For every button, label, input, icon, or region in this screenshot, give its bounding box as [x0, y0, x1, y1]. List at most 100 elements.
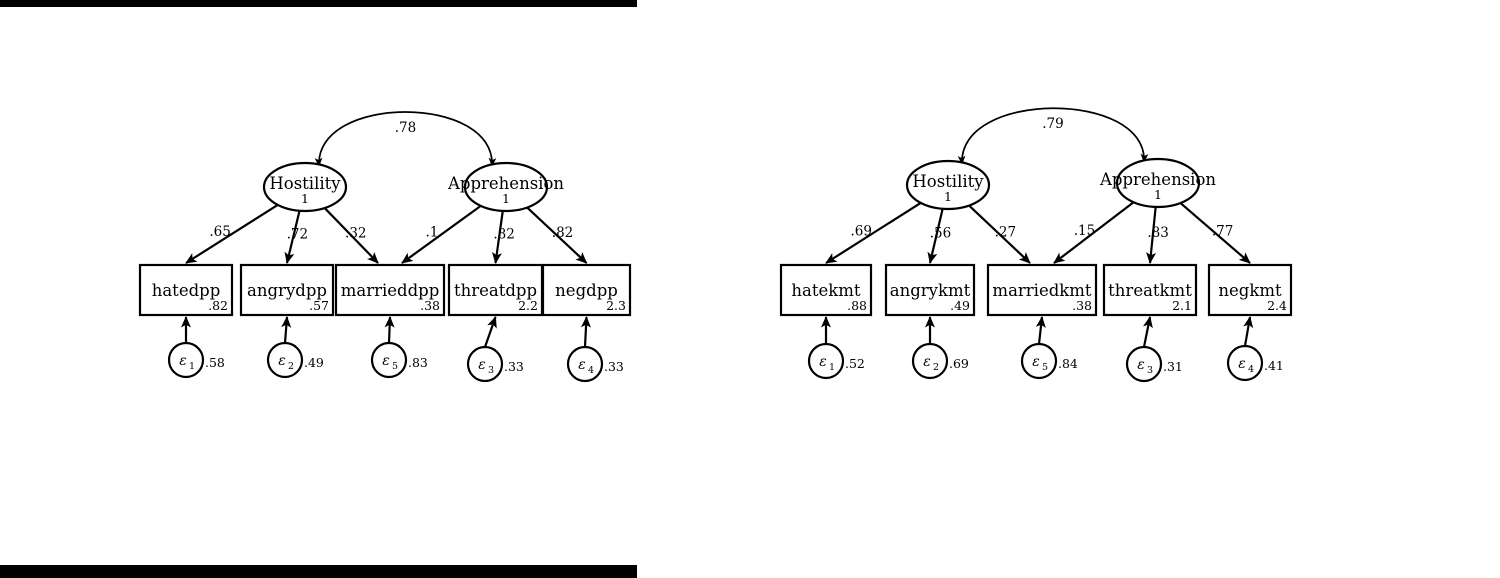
right-panel-loading-apprehension-to-marriedkmt	[1053, 201, 1135, 264]
left-panel-loading-label-marrieddpp: .1	[425, 225, 438, 241]
right-panel-loading-apprehension-to-negkmt	[1179, 202, 1251, 264]
right-panel-indicator-angrykmt[interactable]	[884, 263, 976, 317]
left-panel-loading-label-angrydpp: .72	[287, 226, 308, 242]
left-panel-loading-hostility-to-hatedpp	[185, 203, 279, 264]
right-panel-indicator-threatkmt[interactable]	[1102, 263, 1198, 317]
left-panel-indicator-marrieddpp[interactable]	[334, 263, 446, 317]
left-panel-error-symbol-e3: ε	[478, 357, 486, 373]
right-panel-factor-label-hostility: Hostility	[912, 172, 984, 191]
left-panel-error-arrow-e3	[483, 316, 497, 348]
left-panel-loading-label-threatdpp: .82	[493, 226, 514, 242]
left-panel-indicator-intercept-threatdpp: 2.2	[518, 298, 538, 313]
right-panel-indicator-negkmt[interactable]	[1207, 263, 1293, 317]
right-panel-error-circle-e1[interactable]	[807, 342, 845, 380]
left-panel-indicator-intercept-angrydpp: .57	[309, 298, 329, 313]
right-panel-indicator-label-hatekmt: hatekmt	[791, 281, 861, 300]
left-panel-error-subscript-e4: 4	[588, 365, 594, 376]
left-panel-error-circle-e4[interactable]	[566, 345, 604, 383]
left-panel-loading-label-marrieddpp: .32	[345, 225, 366, 241]
left-panel-error-circle-e5[interactable]	[370, 341, 408, 379]
left-panel-error-arrow-e5	[384, 316, 395, 344]
right-panel-error-subscript-e1: 1	[829, 362, 835, 373]
left-panel-error-variance-e2: .49	[304, 355, 324, 370]
left-panel-factor-variance-hostility: 1	[301, 191, 309, 206]
right-panel-loading-label-hatekmt: .69	[850, 223, 871, 239]
left-panel-error-circle-e1[interactable]	[167, 341, 205, 379]
right-panel-factor-apprehension[interactable]	[1115, 157, 1201, 209]
right-panel-error-circle-e5[interactable]	[1020, 342, 1058, 380]
left-panel-indicator-hatedpp[interactable]	[138, 263, 234, 317]
left-panel-error-symbol-e5: ε	[382, 353, 390, 369]
right-panel-factor-variance-apprehension: 1	[1154, 187, 1162, 202]
left-panel-indicator-label-threatdpp: threatdpp	[454, 281, 537, 300]
left-panel-error-symbol-e1: ε	[179, 353, 187, 369]
left-panel-error-variance-e3: .33	[504, 359, 524, 374]
left-panel-loading-apprehension-to-negdpp	[526, 206, 588, 264]
left-panel-error-variance-e5: .83	[408, 355, 428, 370]
right-panel-covariance-arrow	[957, 107, 1149, 165]
right-panel-factor-hostility[interactable]	[905, 159, 991, 211]
left-panel-indicator-label-negdpp: negdpp	[555, 281, 618, 300]
right-panel-error-variance-e4: .41	[1264, 358, 1284, 373]
top-black-bar	[0, 0, 637, 7]
right-panel-error-circle-e2[interactable]	[911, 342, 949, 380]
right-panel-indicator-intercept-marriedkmt: .38	[1072, 298, 1092, 313]
left-panel-indicator-label-angrydpp: angrydpp	[247, 281, 327, 300]
bottom-black-bar	[0, 565, 637, 578]
right-panel-error-symbol-e1: ε	[819, 354, 827, 370]
left-panel-indicator-angrydpp[interactable]	[239, 263, 335, 317]
right-panel-error-circle-e4[interactable]	[1226, 344, 1264, 382]
right-panel-error-variance-e5: .84	[1058, 356, 1078, 371]
right-panel-indicator-intercept-threatkmt: 2.1	[1172, 298, 1192, 313]
left-panel-indicator-intercept-marrieddpp: .38	[420, 298, 440, 313]
right-panel-loading-label-marriedkmt: .27	[995, 224, 1016, 240]
left-panel-loading-apprehension-to-threatdpp	[491, 210, 504, 264]
left-panel-error-variance-e1: .58	[205, 355, 225, 370]
right-panel-error-subscript-e3: 3	[1147, 365, 1153, 376]
right-panel-factor-variance-hostility: 1	[944, 189, 952, 204]
right-panel-error-circle-e3[interactable]	[1125, 345, 1163, 383]
left-panel-error-circle-e3[interactable]	[466, 345, 504, 383]
left-panel-factor-label-apprehension: Apprehension	[447, 174, 564, 193]
right-panel-error-arrow-e5	[1035, 316, 1046, 345]
left-panel-error-arrow-e2	[281, 316, 292, 344]
right-panel-indicator-label-threatkmt: threatkmt	[1108, 281, 1192, 300]
right-panel-loading-hostility-to-hatekmt	[825, 201, 922, 264]
left-panel-indicator-label-hatedpp: hatedpp	[152, 281, 221, 300]
right-panel-error-symbol-e5: ε	[1032, 354, 1040, 370]
left-panel-indicator-label-marrieddpp: marrieddpp	[341, 281, 440, 300]
right-panel-loading-label-negkmt: .77	[1212, 223, 1233, 239]
right-panel-error-arrow-e4	[1243, 316, 1254, 347]
right-panel-error-subscript-e2: 2	[933, 362, 939, 373]
right-panel-error-subscript-e4: 4	[1248, 364, 1254, 375]
left-panel-error-subscript-e1: 1	[189, 361, 195, 372]
left-panel-error-circle-e2[interactable]	[266, 341, 304, 379]
left-panel-covariance-arrow	[314, 111, 497, 167]
left-panel-loading-hostility-to-marrieddpp	[323, 207, 379, 264]
left-panel-error-symbol-e4: ε	[578, 357, 586, 373]
right-panel-error-symbol-e2: ε	[923, 354, 931, 370]
left-panel-loading-apprehension-to-marrieddpp	[401, 205, 482, 264]
right-panel-error-symbol-e4: ε	[1238, 356, 1246, 372]
left-panel-indicator-negdpp[interactable]	[541, 263, 632, 317]
left-panel-covariance-label: .78	[395, 120, 416, 136]
left-panel-error-variance-e4: .33	[604, 359, 624, 374]
right-panel-indicator-intercept-angrykmt: .49	[950, 298, 970, 313]
right-panel-indicator-label-marriedkmt: marriedkmt	[992, 281, 1092, 300]
right-panel-loading-label-marriedkmt: .15	[1074, 223, 1095, 239]
left-panel-factor-apprehension[interactable]	[463, 161, 549, 213]
right-panel-indicator-hatekmt[interactable]	[779, 263, 873, 317]
left-panel-loading-label-hatedpp: .65	[209, 224, 230, 240]
left-panel-indicator-intercept-hatedpp: .82	[208, 298, 228, 313]
left-panel-factor-hostility[interactable]	[262, 161, 348, 213]
left-panel-indicator-intercept-negdpp: 2.3	[606, 298, 626, 313]
right-panel-loading-label-angrykmt: .56	[930, 226, 951, 242]
right-panel-indicator-intercept-negkmt: 2.4	[1267, 298, 1287, 313]
right-panel-indicator-marriedkmt[interactable]	[986, 263, 1098, 317]
right-panel-indicator-label-negkmt: negkmt	[1218, 281, 1282, 300]
right-panel-loading-hostility-to-angrykmt	[927, 208, 944, 264]
left-panel-factor-label-hostility: Hostility	[269, 174, 341, 193]
right-panel-error-variance-e3: .31	[1163, 359, 1183, 374]
